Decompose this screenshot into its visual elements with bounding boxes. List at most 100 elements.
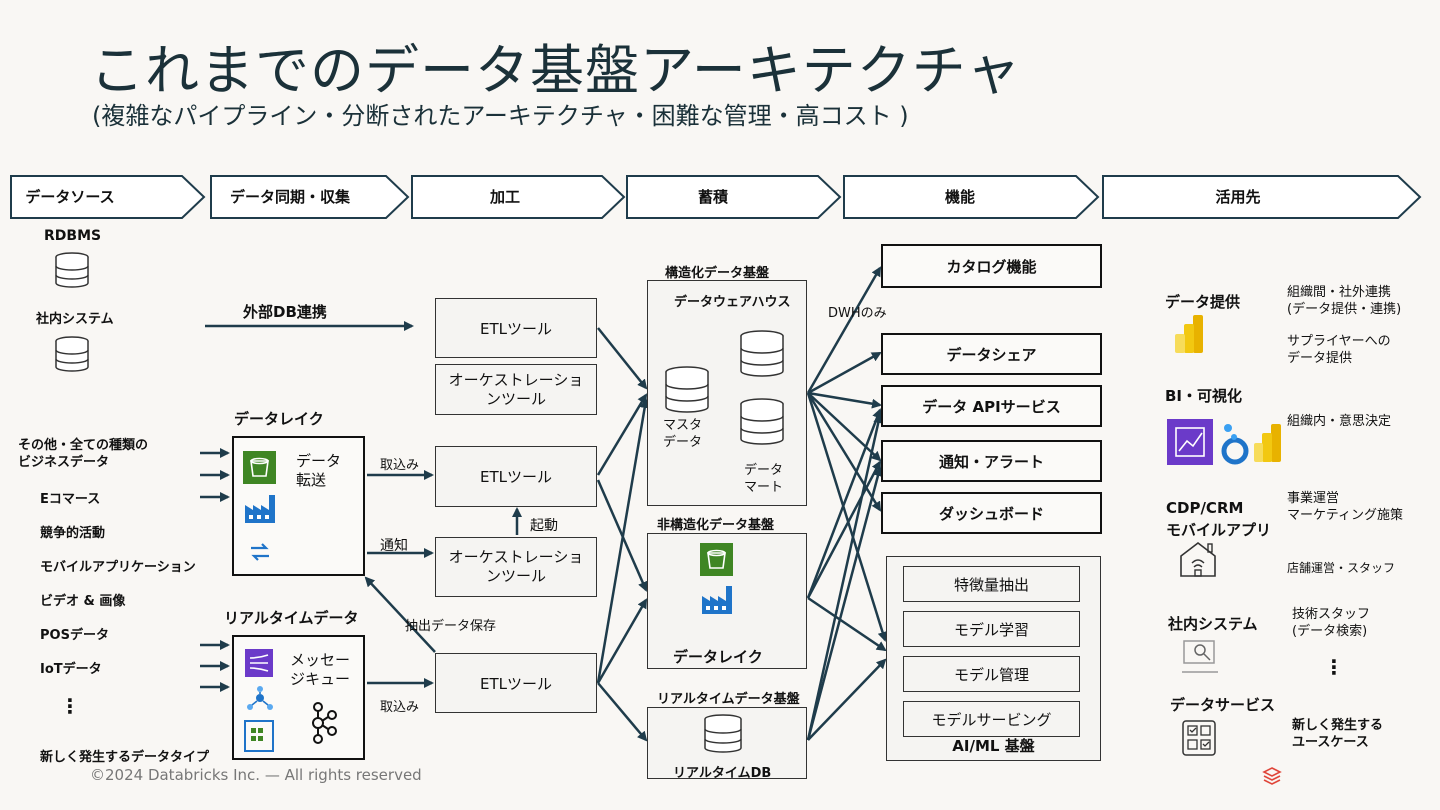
data-mart-label: データ マート (744, 463, 784, 495)
stage-label-storage: 蓄積 (697, 188, 729, 206)
datalake-title: データレイク (234, 410, 324, 428)
transfer-icon (251, 543, 269, 561)
aiml-item-training: モデル学習 (903, 611, 1080, 647)
aiml-item-label: モデルサービング (931, 710, 1052, 729)
stage-label-process: 加工 (489, 188, 521, 206)
etl-tool-box-2: ETLツール (435, 446, 597, 507)
realtime-storage-title: リアルタイムデータ基盤 (657, 692, 800, 707)
source-item-ecommerce: Eコマース (40, 492, 101, 507)
stage-chevron-process (411, 175, 626, 219)
page-title: これまでのデータ基盤アーキテクチャ (90, 39, 1022, 102)
unstructured-title: 非構造化データ基盤 (657, 518, 775, 533)
usage-data-provide-desc1: 組織間・社外連携 (データ提供・連携) (1287, 285, 1402, 317)
s3-bucket-icon (700, 543, 733, 576)
storage-datalake-label: データレイク (673, 648, 763, 666)
dwh-title: データウェアハウス (674, 295, 791, 310)
stage-chevron-functions (843, 175, 1100, 219)
trigger-label: 起動 (530, 518, 558, 534)
usage-data-provide-desc2: サプライヤーへの データ提供 (1287, 334, 1391, 366)
arrow-etl3-dwh (596, 398, 650, 684)
notify-label: 通知 (380, 538, 408, 554)
datalake-transfer-label: データ 転送 (296, 452, 342, 489)
etl-tool-label: ETLツール (480, 468, 552, 486)
arrow-etl3-lake (596, 598, 648, 684)
support-search-icon (1182, 640, 1218, 673)
powerbi-icon (1175, 315, 1203, 353)
etl-tool-box-1: ETLツール (435, 298, 597, 358)
looker-icon (1221, 424, 1249, 465)
arrow-rtdb-aiml (807, 658, 887, 741)
master-data-label: マスタ データ (663, 418, 703, 450)
source-item-video: ビデオ & 画像 (40, 594, 126, 609)
dwh-only-label: DWHのみ (828, 306, 887, 321)
source-ellipsis: ⋮ (60, 694, 80, 718)
catalog-label: カタログ機能 (946, 257, 1037, 276)
stage-chevrons (10, 175, 1422, 219)
orchestration-box-1: オーケストレーショ ンツール (435, 364, 597, 415)
stage-label-sources: データソース (25, 188, 115, 206)
usage-data-provide: データ提供 (1165, 293, 1241, 311)
kinesis-icon (245, 649, 273, 677)
aiml-item-management: モデル管理 (903, 656, 1080, 692)
external-db-label: 外部DB連携 (243, 303, 327, 321)
usage-internal-desc: 技術スタッフ (データ検索) (1292, 607, 1371, 639)
database-icon (55, 336, 89, 372)
usage-bi: BI・可視化 (1165, 387, 1243, 405)
kafka-icon (312, 702, 337, 744)
message-queue-label: メッセー ジキュー (290, 651, 351, 688)
structured-title: 構造化データ基盤 (665, 266, 770, 281)
page-subtitle: (複雑なパイプライン・分断されたアーキテクチャ・困難な管理・高コスト ) (92, 102, 909, 130)
share-box: データシェア (881, 333, 1102, 375)
usage-internal: 社内システム (1168, 615, 1258, 633)
orchestration-label: オーケストレーショ ンツール (448, 370, 584, 408)
usage-cdp-desc1: 事業運営 マーケティング施策 (1287, 491, 1403, 523)
data-factory-icon (245, 495, 275, 523)
ingest-label-2: 取込み (380, 700, 420, 715)
api-label: データ APIサービス (922, 397, 1061, 416)
source-new-types: 新しく発生するデータタイプ (40, 750, 210, 765)
extract-save-label: 抽出データ保存 (405, 619, 497, 634)
source-item-iot: IoTデータ (40, 662, 102, 677)
etl-tool-box-3: ETLツール (435, 653, 597, 713)
arrow-etl3-rtdb (597, 682, 648, 742)
databricks-logo-icon (1262, 767, 1282, 785)
arrow-lake-api (806, 408, 882, 599)
database-icon (740, 398, 784, 445)
source-item-pos: POSデータ (40, 628, 109, 643)
alert-box: 通知・アラート (881, 440, 1102, 482)
source-rdbms-label: RDBMS (44, 228, 102, 244)
stage-label-functions: 機能 (944, 188, 976, 206)
realtime-db-label: リアルタイムDB (673, 766, 772, 781)
aiml-item-label: 特徴量抽出 (953, 575, 1029, 594)
aiml-item-label: モデル管理 (953, 665, 1029, 684)
footer-copyright: ©2024 Databricks Inc. — All rights reser… (90, 766, 422, 784)
arrow-lake-aiml (807, 596, 887, 652)
ingest-label-1: 取込み (380, 458, 420, 473)
powerbi-icon (1254, 424, 1281, 462)
arrow-extract-save (364, 576, 436, 653)
stage-chevron-usage (1102, 175, 1422, 219)
usage-cdp-desc2: 店舗運営・スタッフ (1287, 561, 1396, 575)
arrow-dwh-api (807, 391, 882, 409)
arrow-etl1-dwh (597, 327, 648, 390)
source-internal-label: 社内システム (36, 312, 114, 327)
orchestration-box-2: オーケストレーショ ンツール (435, 537, 597, 597)
aiml-item-label: モデル学習 (953, 620, 1029, 639)
aiml-item-serving: モデルサービング (903, 701, 1080, 737)
stage-label-usage: 活用先 (1215, 188, 1261, 206)
api-box: データ APIサービス (881, 385, 1102, 427)
arrow-dwh-dashboard (806, 392, 882, 512)
etl-tool-label: ETLツール (480, 674, 552, 693)
queue-icon (244, 720, 274, 752)
arrow-dwh-alert (807, 392, 882, 462)
usage-new-use: 新しく発生する ユースケース (1292, 718, 1384, 750)
catalog-box: カタログ機能 (881, 244, 1102, 288)
share-label: データシェア (946, 345, 1037, 364)
database-icon (704, 714, 742, 753)
arrow-lake-alert (806, 460, 882, 599)
store-icon (1180, 541, 1216, 577)
arrow-dwh-aiml (806, 392, 888, 642)
event-grid-icon (247, 686, 273, 710)
usage-bi-desc: 組織内・意思決定 (1287, 414, 1392, 429)
quicksight-icon (1167, 419, 1213, 465)
